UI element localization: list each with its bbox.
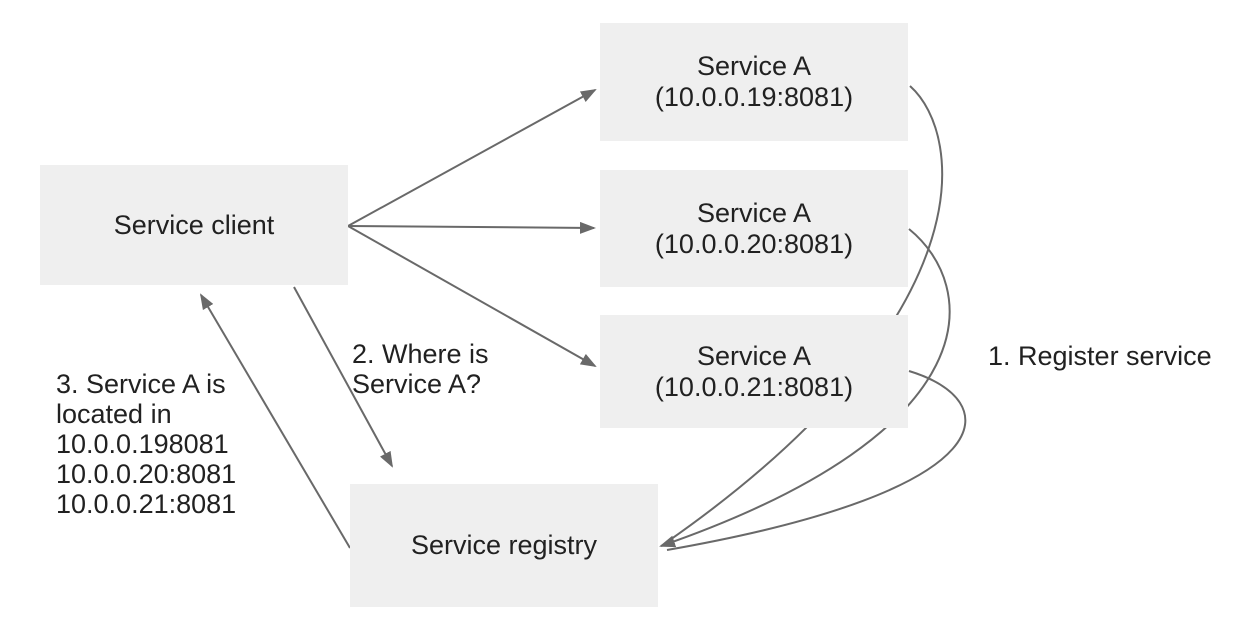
annotation-step3-line-3: 10.0.0.198081: [56, 429, 229, 459]
annotation-step2-line-1: 2. Where is: [352, 339, 489, 369]
service-a-box-3: Service A (10.0.0.21:8081): [600, 315, 908, 428]
service-client-box: Service client: [40, 165, 348, 285]
service-a-3-address: (10.0.0.21:8081): [654, 371, 854, 402]
service-a-3-title: Service A: [696, 340, 812, 371]
annotation-register-service-text: 1. Register service: [988, 341, 1212, 371]
annotation-step3-line-5: 10.0.0.21:8081: [56, 489, 237, 519]
service-a-box-1: Service A (10.0.0.19:8081): [600, 23, 908, 141]
arrow-client-to-service-a-2: [347, 221, 596, 234]
annotation-service-a-location: 3. Service A is located in 10.0.0.198081…: [56, 369, 236, 519]
annotation-where-is-service-a: 2. Where is Service A?: [352, 339, 489, 399]
annotation-step3-line-1: 3. Service A is: [56, 369, 226, 399]
annotation-register-service: 1. Register service: [988, 341, 1212, 371]
annotation-step2-line-2: Service A?: [352, 369, 482, 399]
service-registry-label: Service registry: [410, 530, 598, 560]
service-a-2-address: (10.0.0.20:8081): [654, 228, 854, 259]
annotation-step3-line-2: located in: [56, 399, 172, 429]
arrow-register-service-a-1: [666, 85, 944, 543]
annotation-step3-line-4: 10.0.0.20:8081: [56, 459, 237, 489]
service-a-1-address: (10.0.0.19:8081): [654, 82, 854, 112]
service-a-box-2: Service A (10.0.0.20:8081): [600, 170, 908, 287]
service-a-1-title: Service A: [696, 51, 812, 81]
arrow-client-to-service-a-1: [347, 89, 597, 227]
service-registry-box: Service registry: [350, 484, 658, 607]
service-a-2-title: Service A: [696, 197, 812, 228]
service-client-label: Service client: [113, 209, 275, 240]
